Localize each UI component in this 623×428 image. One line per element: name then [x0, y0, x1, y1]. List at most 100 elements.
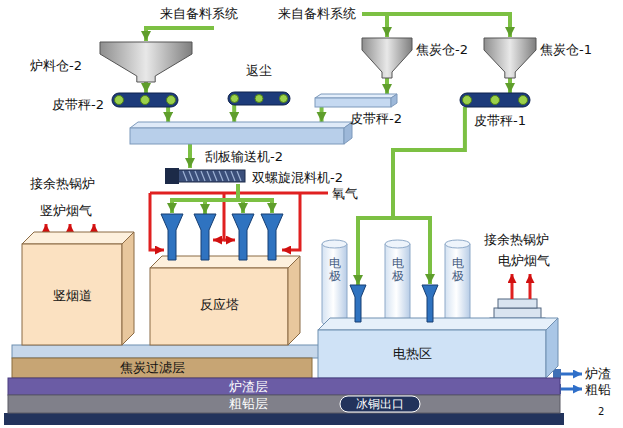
shape-part: [219, 171, 223, 181]
shape-part: [422, 285, 438, 322]
flow-arrow: [320, 107, 324, 122]
shape-part: [315, 94, 397, 98]
annotation-label: 炉渣: [585, 366, 611, 382]
illustration-part: [561, 373, 582, 376]
furnace-zone: 电热区: [318, 285, 558, 378]
node-label: 双螺旋混料机-2: [252, 170, 343, 186]
shape-part: [231, 171, 235, 181]
shape-part: [189, 171, 193, 181]
shape-outline: [362, 38, 412, 78]
node-label: 焦炭仓-2: [416, 42, 468, 58]
node-label: 电热区: [393, 346, 432, 362]
annotation-label: 来自备料系统: [160, 6, 238, 22]
shape-outline: [228, 92, 290, 105]
node-label: 皮带秤-2: [350, 111, 402, 127]
shape-part: [385, 240, 410, 248]
shape-outline: [165, 168, 245, 184]
layer-band: 炉渣层: [8, 378, 560, 395]
illustration-part: [146, 28, 214, 41]
annotation-label: 接余热锅炉: [484, 232, 549, 248]
illustration-part: [4, 413, 564, 425]
illustration-part: [241, 200, 245, 213]
shape-part: [8, 378, 560, 395]
node-label: 电极: [392, 257, 404, 283]
shape-part: [201, 171, 205, 181]
shape-part: [362, 38, 412, 78]
shape-part: [183, 171, 187, 181]
layer-band: 焦炭过滤层: [12, 358, 312, 378]
shape-part: [130, 122, 352, 128]
shape-outline: [150, 214, 300, 345]
shape-part: [213, 171, 217, 181]
scraper-conveyor: 刮板输送机-2: [130, 122, 352, 144]
shape-part: [318, 330, 546, 378]
illustration-part: [561, 388, 582, 391]
shape-part: [177, 170, 245, 182]
node-label: 反应塔: [200, 297, 239, 313]
flow-arrow: [385, 78, 389, 94]
shape-part: [385, 244, 410, 326]
belt-scale: 皮带秤-2: [112, 93, 178, 107]
shape-part: [130, 128, 344, 144]
shape-part: [167, 96, 176, 105]
shape-outline: [130, 122, 352, 144]
shape-part: [350, 285, 366, 322]
shape-part: [122, 232, 134, 345]
shape-part: [22, 232, 134, 244]
node-label: 电极: [329, 257, 341, 283]
shape-part: [228, 92, 290, 105]
illustration-part: [511, 274, 514, 299]
shape-outline: [8, 378, 560, 395]
coke-bin: 焦炭仓-2: [362, 38, 412, 78]
shape-part: [261, 214, 283, 260]
shape-part: [340, 396, 420, 412]
outlet: 冰铜出口: [340, 396, 420, 412]
shape-part: [288, 256, 300, 345]
illustration-part: [494, 308, 541, 318]
annotation-label: 电炉烟气: [498, 253, 550, 269]
flow-arrow: [166, 107, 170, 122]
flow-arrow: [144, 82, 148, 93]
shape-part: [150, 268, 288, 345]
shape-outline: [318, 285, 558, 378]
shape-part: [463, 96, 472, 105]
shape-part: [22, 244, 122, 345]
shape-part: [344, 122, 352, 144]
node-label: 炉料仓-2: [30, 58, 82, 74]
belt-scale: 皮带秤-1: [460, 93, 530, 107]
node-label: 炉渣层: [229, 379, 268, 395]
shape-outline: [100, 42, 192, 82]
annotation-label: 接余热锅炉: [30, 176, 95, 192]
shape-part: [491, 96, 500, 105]
electrode: 电极: [445, 240, 470, 326]
annotation-label: 2: [598, 406, 604, 418]
illustration-part: [282, 193, 300, 250]
feed-bin: 炉料仓-2: [100, 42, 192, 82]
shape-part: [322, 240, 347, 248]
shape-part: [315, 98, 391, 107]
flue-box: 竖烟道: [22, 232, 134, 345]
shape-part: [255, 95, 263, 103]
shape-part: [445, 240, 470, 248]
flow-arrow: [508, 78, 512, 93]
shape-outline: [112, 93, 178, 107]
shape-part: [391, 94, 397, 107]
node-label: 焦炭过滤层: [120, 360, 185, 376]
node-label: 返尘: [246, 63, 272, 79]
shape-part: [141, 96, 150, 105]
illustration-part: [362, 14, 510, 37]
belt-scale: 皮带秤-2: [315, 94, 397, 107]
electrode: 电极: [385, 240, 410, 326]
shape-part: [115, 96, 124, 105]
annotation-label: 竖炉烟气: [40, 203, 92, 219]
shape-part: [460, 93, 530, 107]
shape-part: [100, 42, 192, 82]
annotation-label: 粗铅: [585, 382, 611, 398]
annotation-label: 来自备料系统: [278, 6, 356, 22]
shape-part: [8, 395, 560, 413]
illustration-part: [498, 299, 537, 308]
flow-arrow: [232, 105, 236, 122]
node-label: 皮带秤-2: [52, 97, 104, 113]
node-label: 焦炭仓-1: [540, 42, 592, 58]
